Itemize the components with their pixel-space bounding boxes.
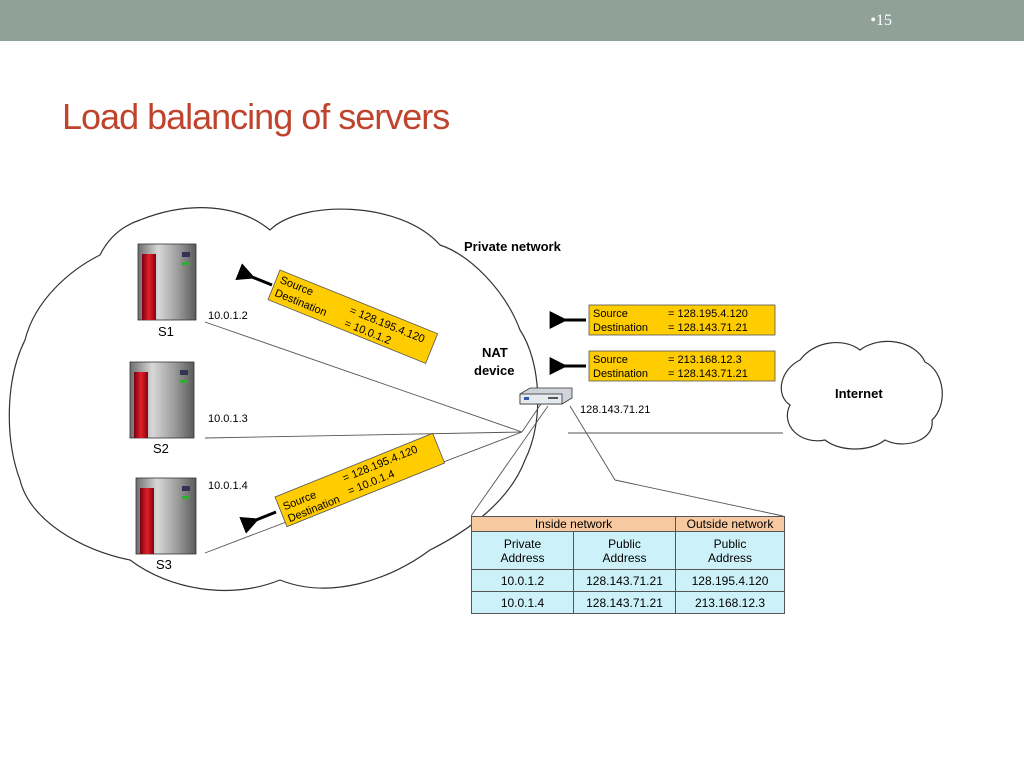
packet-incoming-1: Source = 128.195.4.120 Destination = 128…: [549, 304, 776, 336]
packet-source-value: = 128.195.4.120: [668, 308, 748, 320]
packet-source-label: Source: [593, 308, 628, 320]
server-ip: 10.0.1.3: [208, 413, 248, 425]
packet-dest-value: = 128.143.71.21: [668, 322, 748, 334]
packet-source-value: = 213.168.12.3: [668, 354, 742, 366]
packet-dest-label: Destination: [593, 368, 648, 380]
server-name: S2: [153, 441, 169, 456]
column-header-line: Address: [500, 550, 545, 565]
nat-device-icon: [519, 387, 573, 405]
internet-cloud: [780, 340, 943, 450]
table-cell: 128.143.71.21: [573, 591, 676, 614]
inside-network-header: Inside network: [471, 516, 676, 532]
table-row: 10.0.1.2 128.143.71.21 128.195.4.120: [471, 569, 785, 592]
table-row: 10.0.1.4 128.143.71.21 213.168.12.3: [471, 591, 785, 614]
column-header-public-address: Public Address: [573, 531, 676, 570]
internet-label: Internet: [835, 386, 883, 401]
server-ip: 10.0.1.4: [208, 480, 248, 492]
column-header-line: Public: [608, 536, 641, 551]
table-cell: 213.168.12.3: [675, 591, 785, 614]
table-cell: 128.195.4.120: [675, 569, 785, 592]
slide-title: Load balancing of servers: [62, 96, 450, 137]
column-header-private-address: Private Address: [471, 531, 574, 570]
column-header-line: Address: [707, 550, 753, 565]
server-s2: [129, 361, 195, 439]
private-network-cloud: [8, 207, 539, 591]
slide-top-bar: •15: [0, 0, 1024, 41]
column-header-line: Address: [602, 550, 647, 565]
column-header-line: Public: [713, 536, 747, 551]
nat-label: NAT: [482, 345, 508, 360]
nat-translation-table: Inside network Outside network Private A…: [471, 516, 785, 614]
outside-network-header: Outside network: [675, 516, 785, 532]
column-header-line: Private: [503, 536, 542, 551]
private-network-label: Private network: [464, 239, 562, 254]
nat-public-ip: 128.143.71.21: [580, 404, 650, 416]
table-cell: 128.143.71.21: [573, 569, 676, 592]
column-header-outside-public-address: Public Address: [675, 531, 785, 570]
server-ip: 10.0.1.2: [208, 310, 248, 322]
packet-dest-label: Destination: [593, 322, 648, 334]
server-s1: [137, 243, 197, 321]
packet-source-label: Source: [593, 354, 628, 366]
table-cell: 10.0.1.2: [471, 569, 574, 592]
packet-dest-value: = 128.143.71.21: [668, 368, 748, 380]
server-s3: [135, 477, 197, 555]
server-name: S1: [158, 324, 174, 339]
packet-incoming-2: Source = 213.168.12.3 Destination = 128.…: [549, 350, 776, 382]
table-cell: 10.0.1.4: [471, 591, 574, 614]
nat-label: device: [474, 363, 514, 378]
server-name: S3: [156, 557, 172, 572]
slide-number: •15: [870, 12, 892, 29]
